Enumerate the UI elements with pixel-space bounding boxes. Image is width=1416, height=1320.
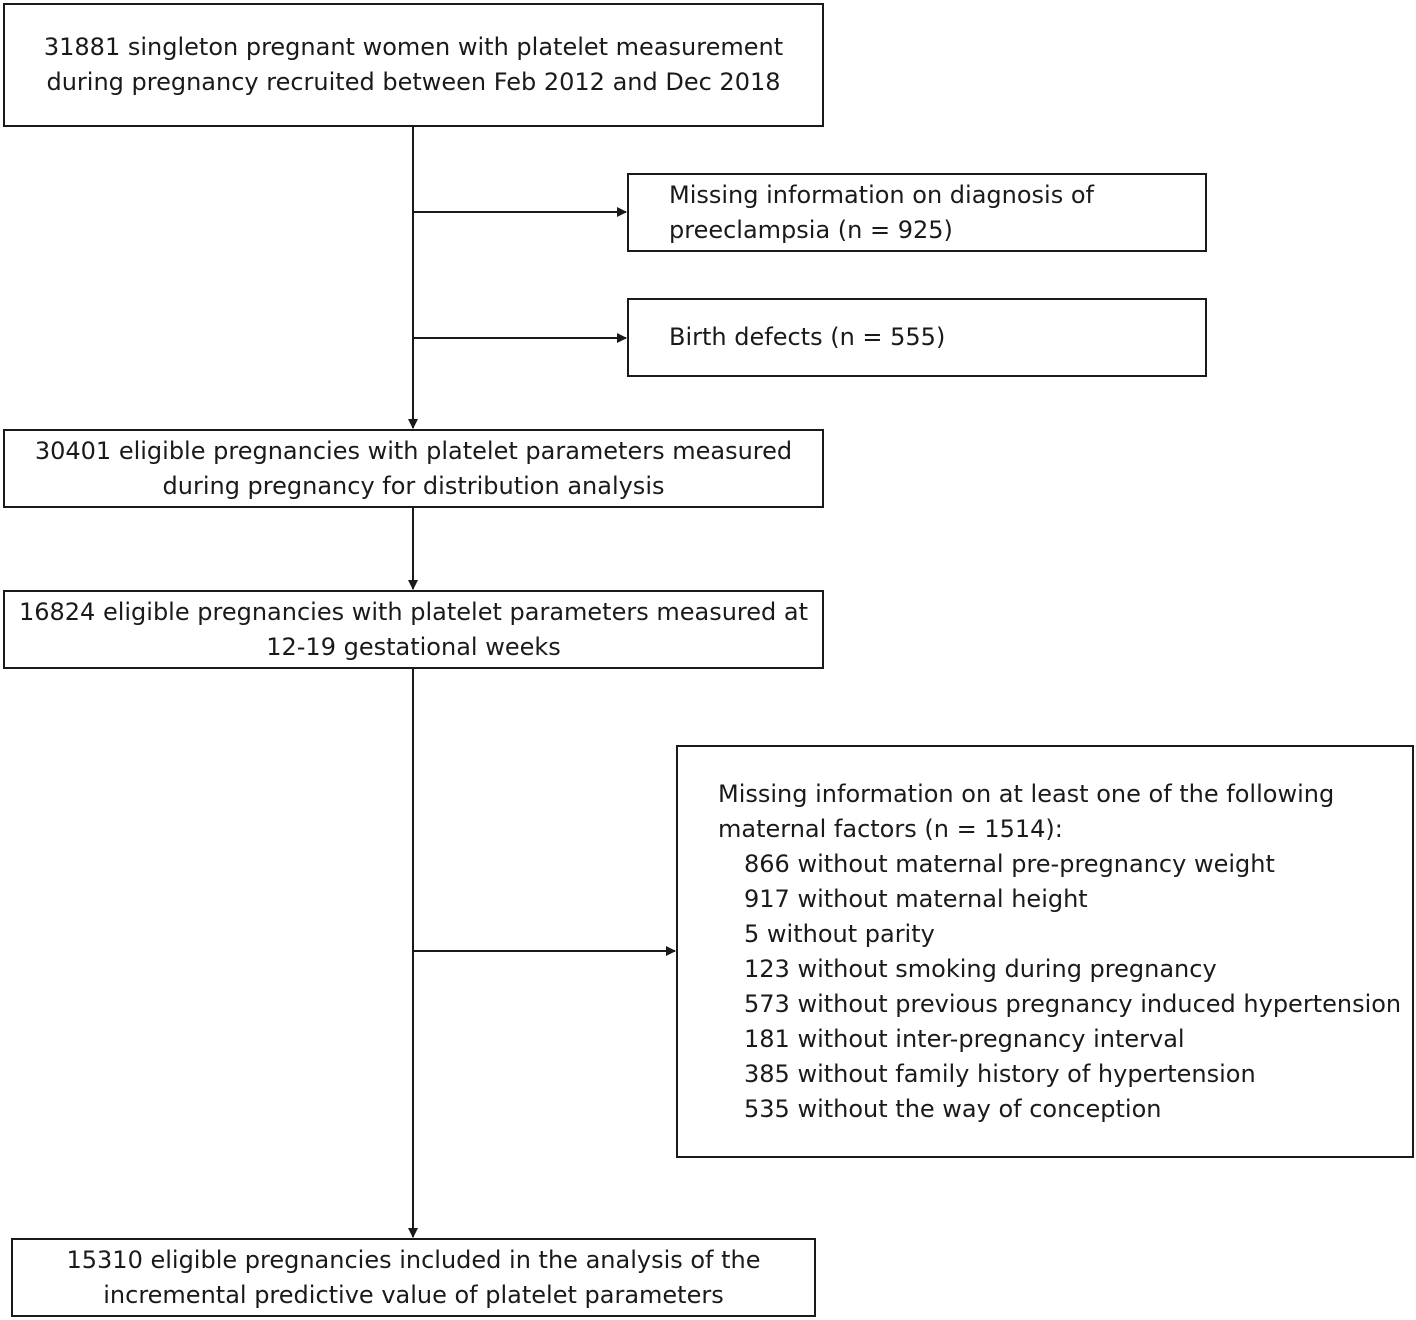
box-excl-maternal: Missing information on at least one of t… [676, 745, 1414, 1158]
box-excl-birth-defects-line-1: Birth defects (n = 555) [669, 323, 946, 351]
box-eligible-12-19-line-1: 16824 eligible pregnancies with platelet… [18, 597, 809, 626]
excl-maternal-item-hypertension-history: 573 without previous pregnancy induced h… [744, 989, 1402, 1018]
box-final-line-1: 15310 eligible pregnancies included in t… [66, 1245, 761, 1274]
excl-maternal-item-height: 917 without maternal height [744, 884, 1088, 913]
box-excl-preeclampsia-line-2: preeclampsia (n = 925) [669, 215, 953, 244]
box-recruited-line-2: during pregnancy recruited between Feb 2… [46, 68, 781, 96]
box-eligible-distribution-line-2: during pregnancy for distribution analys… [162, 471, 665, 500]
box-excl-maternal-heading-1: Missing information on at least one of t… [718, 779, 1335, 808]
excl-maternal-item-interval: 181 without inter-pregnancy interval [744, 1024, 1185, 1053]
box-excl-birth-defects: Birth defects (n = 555) [627, 298, 1207, 377]
box-eligible-12-19-line-2: 12-19 gestational weeks [266, 632, 561, 661]
excl-maternal-item-family-history: 385 without family history of hypertensi… [744, 1059, 1256, 1088]
excl-maternal-item-conception: 535 without the way of conception [744, 1094, 1162, 1123]
box-eligible-distribution-line-1: 30401 eligible pregnancies with platelet… [34, 436, 793, 465]
box-recruited: 31881 singleton pregnant women with plat… [3, 3, 824, 127]
box-final: 15310 eligible pregnancies included in t… [11, 1238, 816, 1317]
box-recruited-line-1: 31881 singleton pregnant women with plat… [43, 33, 784, 61]
box-eligible-distribution: 30401 eligible pregnancies with platelet… [3, 429, 824, 508]
box-excl-preeclampsia: Missing information on diagnosis of pree… [627, 173, 1207, 252]
box-excl-maternal-heading-2: maternal factors (n = 1514): [718, 814, 1063, 843]
excl-maternal-item-weight: 866 without maternal pre-pregnancy weigh… [744, 849, 1275, 878]
box-final-line-2: incremental predictive value of platelet… [103, 1280, 724, 1309]
excl-maternal-item-smoking: 123 without smoking during pregnancy [744, 954, 1217, 983]
excl-maternal-item-parity: 5 without parity [744, 919, 935, 948]
box-eligible-12-19: 16824 eligible pregnancies with platelet… [3, 590, 824, 669]
box-excl-preeclampsia-line-1: Missing information on diagnosis of [669, 180, 1094, 209]
